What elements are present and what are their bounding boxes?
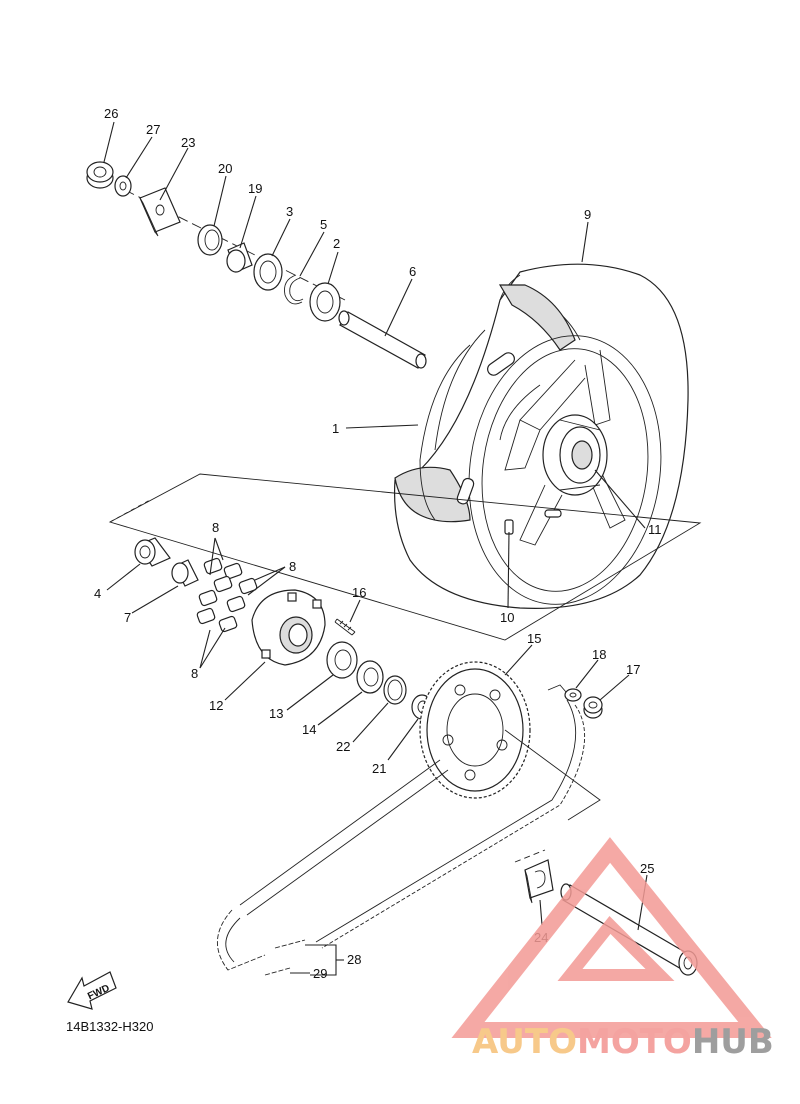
callout-17: 17 bbox=[626, 662, 640, 677]
drawing-code: 14B1332-H320 bbox=[66, 1019, 153, 1034]
part-28-drive-chain bbox=[216, 699, 586, 976]
callout-27: 27 bbox=[146, 122, 160, 137]
callout-8-top: 8 bbox=[212, 520, 219, 535]
part-13-bearing bbox=[326, 641, 358, 679]
leader-lines bbox=[103, 121, 648, 976]
part-18-washer bbox=[564, 688, 582, 702]
callout-29: 29 bbox=[313, 966, 327, 981]
part-5-circlip bbox=[284, 274, 304, 305]
callout-15: 15 bbox=[527, 631, 541, 646]
sprocket-section bbox=[326, 641, 603, 821]
callout-6: 6 bbox=[409, 264, 416, 279]
part-4-bearing bbox=[134, 537, 171, 567]
callout-4: 4 bbox=[94, 586, 101, 601]
watermark-inner-triangle-icon bbox=[557, 916, 675, 981]
part-14-oil-seal bbox=[356, 660, 384, 694]
watermark-moto: MOTO bbox=[577, 1022, 692, 1062]
callout-12: 12 bbox=[209, 698, 223, 713]
callout-18: 18 bbox=[592, 647, 606, 662]
part-3-bearing bbox=[253, 253, 283, 291]
damper-panel bbox=[108, 473, 702, 666]
callout-5: 5 bbox=[320, 217, 327, 232]
callout-labels: 26 27 23 20 19 3 5 2 6 9 1 11 10 8 8 8 4… bbox=[94, 106, 662, 981]
part-26-nut bbox=[86, 161, 114, 189]
callout-14: 14 bbox=[302, 722, 316, 737]
callout-16: 16 bbox=[352, 585, 366, 600]
callout-8-right: 8 bbox=[289, 559, 296, 574]
part-8-damper-set bbox=[196, 557, 258, 633]
callout-3: 3 bbox=[286, 204, 293, 219]
part-2-bearing bbox=[309, 282, 341, 322]
callout-8-bottom: 8 bbox=[191, 666, 198, 681]
part-15-sprocket bbox=[419, 661, 531, 799]
watermark-triangle-icon bbox=[451, 837, 772, 1038]
rear-wheel bbox=[394, 263, 689, 609]
part-24-chain-adjuster bbox=[524, 859, 554, 904]
part-19-collar bbox=[226, 242, 253, 273]
callout-28: 28 bbox=[347, 952, 361, 967]
callout-21: 21 bbox=[372, 761, 386, 776]
callout-23: 23 bbox=[181, 135, 195, 150]
callout-26: 26 bbox=[104, 106, 118, 121]
axle-side-parts bbox=[86, 161, 427, 369]
part-20-oil-seal bbox=[197, 224, 223, 256]
callout-22: 22 bbox=[336, 739, 350, 754]
callout-19: 19 bbox=[248, 181, 262, 196]
callout-2: 2 bbox=[333, 236, 340, 251]
callout-9: 9 bbox=[584, 207, 591, 222]
part-22-circlip bbox=[383, 675, 407, 705]
watermark-text: AUTOMOTOHUB bbox=[472, 1022, 774, 1062]
callout-1: 1 bbox=[332, 421, 339, 436]
part-17-nut bbox=[583, 696, 603, 719]
callout-20: 20 bbox=[218, 161, 232, 176]
callout-25: 25 bbox=[640, 861, 654, 876]
watermark-hub: HUB bbox=[692, 1022, 774, 1062]
fwd-arrow: FWD bbox=[67, 971, 117, 1010]
callout-7: 7 bbox=[124, 610, 131, 625]
watermark-auto: AUTO bbox=[472, 1022, 577, 1062]
watermark-logo bbox=[451, 837, 772, 1038]
callout-13: 13 bbox=[269, 706, 283, 721]
callout-10: 10 bbox=[500, 610, 514, 625]
part-12-clutch-hub bbox=[251, 589, 326, 666]
part-16-stud bbox=[334, 618, 356, 636]
callout-11: 11 bbox=[648, 522, 662, 537]
part-7-collar bbox=[171, 559, 199, 587]
part-27-washer bbox=[114, 175, 132, 197]
part-6-spacer bbox=[338, 310, 427, 369]
part-23-adjuster-plate bbox=[139, 187, 181, 237]
